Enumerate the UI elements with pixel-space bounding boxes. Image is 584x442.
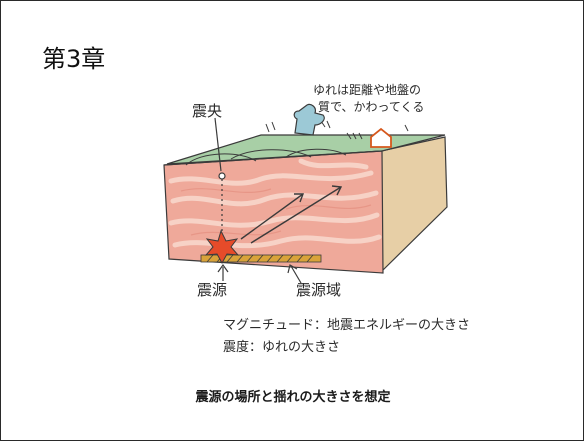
block-right-face	[380, 136, 448, 273]
slide-caption: 震源の場所と揺れの大きさを想定	[195, 390, 391, 405]
rock-stripes-dark	[180, 188, 372, 236]
hypocenter-label: 震源	[197, 281, 228, 299]
wave-arrows	[240, 185, 343, 244]
hypocenter-star-icon	[204, 229, 240, 265]
chapter-title: 第3章	[42, 45, 106, 73]
building-icon	[293, 103, 325, 136]
magnitude-definition: マグニチュード：地震エネルギーの大きさ	[223, 318, 471, 333]
shaking-note-line2: 質で、かわってくる	[318, 100, 425, 114]
intensity-definition: 震度：ゆれの大きさ	[223, 340, 341, 355]
source-area-band	[200, 254, 322, 263]
shaking-note-line1: ゆれは距離や地盤の	[313, 83, 422, 97]
surface-waves	[185, 148, 347, 166]
epicenter-label: 震央	[192, 102, 223, 120]
source-area-label: 震源域	[296, 281, 342, 299]
rock-stripes	[168, 158, 382, 249]
epicenter-dot	[218, 172, 226, 180]
house-icon	[370, 127, 392, 148]
